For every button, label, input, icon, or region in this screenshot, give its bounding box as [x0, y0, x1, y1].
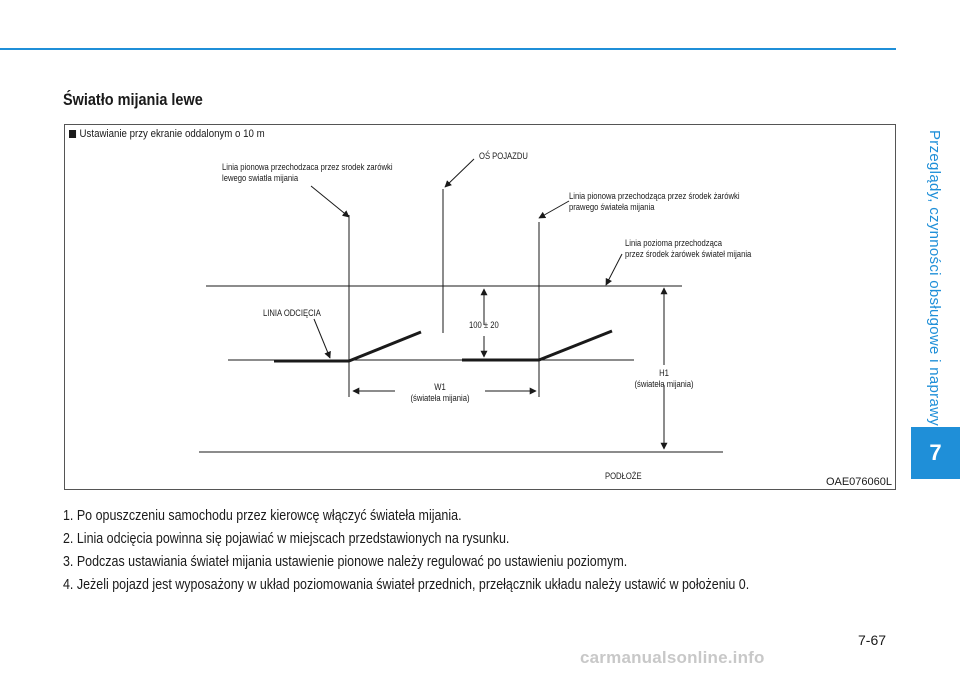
list-item: 3. Podczas ustawiania świateł mijania us… — [63, 554, 628, 570]
watermark: carmanualsonline.info — [580, 648, 765, 667]
figure-caption-text: Ustawianie przy ekranie oddalonym o 10 m — [79, 128, 265, 140]
list-item: 4. Jeżeli pojazd jest wyposażony w układ… — [63, 577, 750, 593]
h1-label: H1 (świateła mijania) — [634, 368, 693, 390]
horizontal-line-label: Linia pozioma przechodząca przez środek … — [625, 238, 751, 260]
h1-label-line-1: H1 — [659, 368, 669, 378]
figure-code: OAE076060L — [824, 476, 893, 488]
cutoff-leader — [313, 318, 331, 359]
instruction-list: 1. Po opuszczeniu samochodu przez kierow… — [63, 505, 861, 597]
page-number: 7-67 — [858, 632, 887, 648]
aiming-diagram — [199, 158, 723, 453]
square-bullet-icon — [69, 130, 77, 138]
left-vertical-label-line-1: Linia pionowa przechodzaca przez srodek … — [222, 162, 393, 172]
left-vertical-label: Linia pionowa przechodzaca przez srodek … — [222, 162, 393, 184]
horizontal-label-line-1: Linia pozioma przechodząca — [625, 238, 722, 248]
w1-label: W1 (świateła mijania) — [410, 382, 469, 404]
headlight-aiming-figure: Ustawianie przy ekranie oddalonym o 10 m… — [64, 124, 896, 490]
chapter-side-title: Przeglądy, czynności obsługowe i naprawy — [926, 130, 943, 427]
h1-label-line-2: (świateła mijania) — [634, 379, 694, 389]
chapter-tab: 7 — [911, 427, 960, 479]
right-vertical-label-line-2: prawego świateła mijania — [569, 202, 655, 212]
right-cutoff-slope — [538, 329, 613, 362]
right-vertical-label-line-1: Linia pionowa przechodząca przez środek … — [569, 191, 740, 201]
header-rule — [0, 48, 896, 50]
right-vertical-label: Linia pionowa przechodząca przez środek … — [569, 191, 740, 213]
right-vertical-leader — [538, 200, 570, 219]
offset-label: 100 ± 20 — [469, 320, 499, 330]
left-vertical-label-line-2: lewego swiatła mijania — [222, 173, 299, 183]
horizontal-leader — [605, 253, 623, 286]
figure-caption: Ustawianie przy ekranie oddalonym o 10 m — [69, 128, 265, 140]
list-item: 2. Linia odcięcia powinna się pojawiać w… — [63, 531, 510, 547]
ground-label: PODŁOŻE — [605, 471, 642, 481]
list-item: 1. Po opuszczeniu samochodu przez kierow… — [63, 508, 462, 524]
left-vertical-leader — [310, 185, 350, 218]
section-heading: Światło mijania lewe — [63, 90, 203, 109]
horizontal-label-line-2: przez środek żarówek świateł mijania — [625, 249, 752, 259]
w1-label-line-1: W1 — [434, 382, 446, 392]
left-cutoff-slope — [348, 330, 422, 363]
cutoff-line-label: LINIA ODCIĘCIA — [263, 308, 321, 318]
w1-label-line-2: (świateła mijania) — [410, 393, 470, 403]
vehicle-axis-label: OŚ POJAZDU — [479, 151, 528, 161]
axis-leader — [444, 158, 475, 188]
